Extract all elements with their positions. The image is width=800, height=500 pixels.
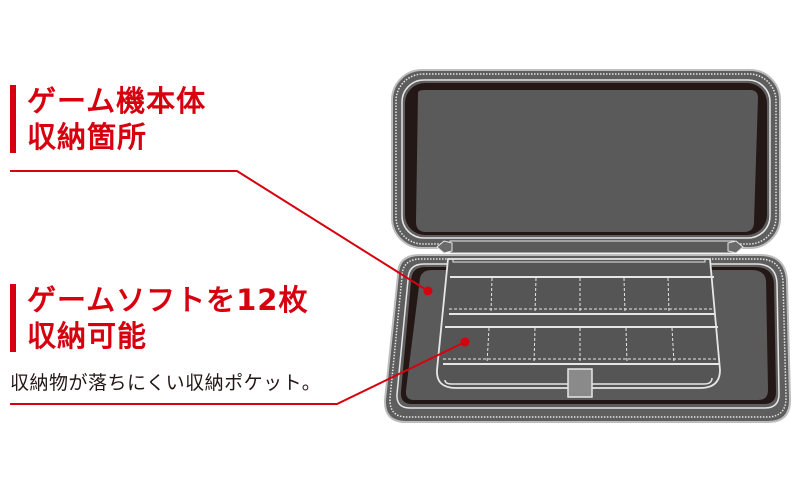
- callout-1-leader-line: [10, 170, 429, 292]
- callout-2-pointer-dot: [460, 337, 470, 347]
- callout-2-description: 収納物が落ちにくい収納ポケット。: [10, 372, 322, 394]
- callout-2-title-line2: 収納可能: [27, 319, 148, 353]
- lid-inner-panel: [416, 90, 758, 232]
- upper-lid: [391, 69, 781, 249]
- callout-1-accent-bar: [10, 85, 16, 153]
- callout-2-accent-bar: [10, 284, 16, 352]
- callout-1-title-line1: ゲーム機本体: [27, 84, 207, 118]
- callout-2-title-line1: ゲームソフトを12枚: [27, 283, 309, 317]
- callout-1-title-line2: 収納箇所: [27, 120, 148, 154]
- card-pocket-panel: [436, 258, 721, 398]
- card-pocket-row-2: [443, 326, 720, 365]
- leader-lines: [10, 170, 470, 405]
- callout-1-pointer-dot: [423, 286, 433, 296]
- card-pocket-row-1: [449, 276, 715, 315]
- callout-2-leader-line: [10, 341, 466, 405]
- hinge: [436, 240, 744, 254]
- pocket-pull-tab: [567, 368, 593, 398]
